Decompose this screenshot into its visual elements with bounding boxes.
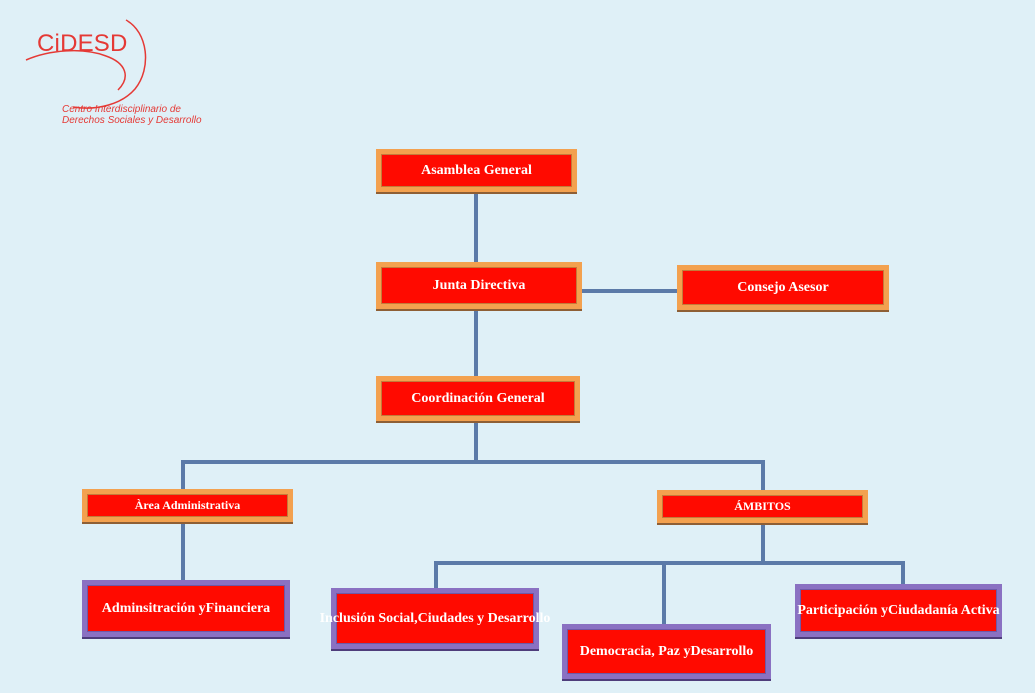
administracion-financiera-line-2: Financiera [205, 600, 271, 616]
asamblea-general-label: Asamblea General [421, 162, 532, 178]
participacion-ciudadania-line-2: Ciudadanía Activa [887, 602, 1000, 618]
inclusion-social-box: Inclusión Social, Ciudades y Desarrollo [320, 588, 550, 649]
consejo-asesor-label: Consejo Asesor [737, 279, 829, 295]
area-administrativa-label: Àrea Administrativa [134, 498, 241, 512]
connector-ambitos-branches [434, 520, 905, 626]
logo-subtitle-line-2: Derechos Sociales y Desarrollo [62, 115, 202, 126]
logo-curve-1 [72, 19, 147, 109]
democracia-paz-line-2: Desarrollo [690, 643, 754, 659]
connector-group [181, 188, 905, 626]
logo-curve-2 [25, 49, 126, 91]
inclusion-social-line-2: Ciudades y Desarrollo [417, 610, 551, 626]
inclusion-social-line-1: Inclusión Social, [319, 610, 418, 626]
coordinacion-general-label: Coordinación General [411, 390, 545, 406]
junta-directiva-box: Junta Directiva [376, 262, 582, 309]
participacion-ciudadania-line-1: Participación y [797, 602, 888, 618]
administracion-financiera-line-1: Adminsitración y [101, 600, 206, 616]
participacion-ciudadania-box: Participación y Ciudadanía Activa [795, 584, 1002, 637]
consejo-asesor-box: Consejo Asesor [677, 265, 889, 310]
ambitos-label: ÁMBITOS [734, 499, 791, 513]
democracia-paz-box: Democracia, Paz y Desarrollo [562, 624, 771, 679]
logo-swoosh [25, 19, 147, 109]
coordinacion-general-box: Coordinación General [376, 376, 580, 421]
democracia-paz-line-1: Democracia, Paz y [579, 643, 691, 659]
logo-subtitle: Centro Interdisciplinario de Derechos So… [62, 104, 202, 126]
logo: CiDESD Centro Interdisciplinario de Dere… [0, 0, 260, 150]
area-administrativa-box: Àrea Administrativa [82, 489, 293, 522]
asamblea-general-box: Asamblea General [376, 149, 577, 192]
administracion-financiera-box: Adminsitración y Financiera [82, 580, 290, 637]
junta-directiva-label: Junta Directiva [432, 277, 526, 293]
ambitos-box: ÁMBITOS [657, 490, 868, 523]
connector-coordinacion-branches [181, 417, 765, 492]
logo-name: CiDESD [37, 30, 128, 57]
logo-subtitle-line-1: Centro Interdisciplinario de [62, 104, 181, 115]
